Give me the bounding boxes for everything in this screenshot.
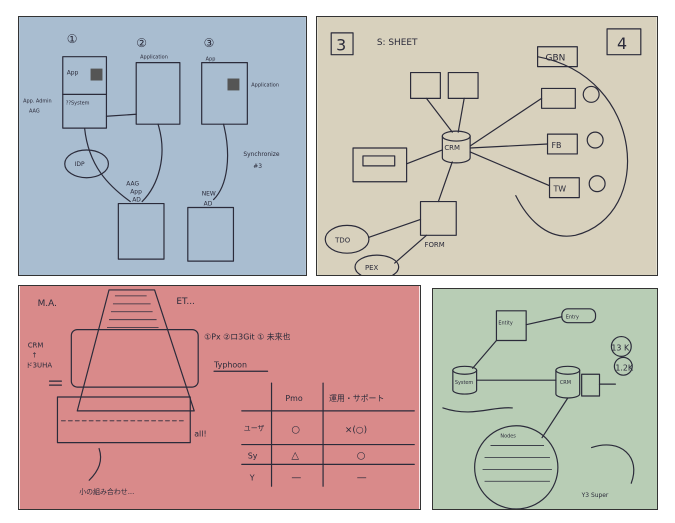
directory-box-2: [187, 206, 235, 262]
all-label: all!: [194, 430, 206, 439]
ma-label: M.A.: [38, 299, 57, 309]
panel-system-diagram-drawing: Entity Entry System CRM 13 K 1.2K Nodes …: [433, 289, 657, 509]
tw-label: TW: [552, 185, 566, 194]
layer-box-1: [70, 329, 199, 388]
crm-label-2: ド3UHA: [26, 361, 53, 369]
app-label-3b: Application: [251, 82, 279, 88]
app-box-3: [201, 62, 248, 125]
sheet-number: 3: [336, 36, 346, 55]
pex-oval: [354, 254, 400, 275]
side-note-1: Synchronize: [243, 151, 280, 158]
corner-number: 4: [617, 34, 627, 53]
tdo-oval: [324, 224, 370, 254]
panel-app-architecture-drawing: ① ② ③ App ??System Application App Appli…: [19, 17, 306, 275]
gbn-label: GBN: [546, 54, 566, 64]
app-label-2: Application: [140, 55, 168, 61]
k-value-2: 1.2K: [615, 363, 634, 372]
table-header-2: 運用・サポート: [329, 394, 384, 403]
directory-2-label-a: NEW: [202, 191, 216, 198]
pex-label: PEX: [365, 264, 379, 272]
tw-box: [548, 177, 580, 199]
et-label: ET...: [176, 297, 195, 307]
tdo-label: TDO: [334, 236, 351, 244]
panel-crm-diagram-drawing: 3 S: SHEET 4 GBN CRM FB TW FORM TDO: [317, 17, 657, 275]
node-label: Nodes: [500, 434, 516, 440]
corner-box: [606, 28, 642, 56]
left-admin-label: App. Admin: [23, 98, 52, 104]
directory-box-1: [117, 202, 165, 260]
side-note-2: #3: [253, 163, 262, 170]
table-row-2-col-2: ○: [357, 450, 366, 461]
table-row-2-col-1: △: [291, 450, 299, 461]
sheet-number-box: [330, 32, 354, 56]
top-right-label: Entry: [566, 315, 579, 321]
table-row-1-col-1: ○: [291, 425, 300, 436]
typhoon-label: Typhoon: [213, 360, 247, 369]
system-db-left: [452, 369, 478, 395]
bottom-label: Y3 Super: [581, 492, 609, 499]
label-number-2: ②: [136, 36, 147, 50]
app-label-1: App: [67, 70, 79, 77]
label-number-3: ③: [204, 36, 215, 50]
panel-comparison: M.A. ET... CRM ↑ ド3UHA ①Px ②ロ3Git ① 未来也 …: [18, 285, 421, 510]
top-box: [495, 310, 527, 342]
crm-label: CRM: [28, 341, 44, 349]
bottom-note: 小の組み合わせ...: [79, 487, 134, 496]
crm-label: CRM: [444, 144, 460, 152]
monitor-box: [352, 147, 408, 183]
node-circle: [474, 425, 559, 509]
panel-crm-diagram: 3 S: SHEET 4 GBN CRM FB TW FORM TDO: [316, 16, 658, 276]
table-row-3-col-1: —: [291, 472, 301, 483]
idp-label: IDP: [75, 161, 85, 168]
directory-1-label-c: AD: [132, 197, 141, 204]
directory-1-label-a: AAG: [126, 181, 139, 188]
table-row-3-col-2: —: [357, 472, 367, 483]
sheet-title: S: SHEET: [377, 38, 418, 48]
table-row-1-label: ユーザ: [244, 425, 265, 433]
table-row-1-col-2: ×(○): [345, 426, 367, 436]
app-system-label: ??System: [66, 100, 90, 106]
top-db-box-2: [447, 71, 479, 99]
layer-box-2: [56, 396, 191, 444]
crm-database: [441, 135, 471, 164]
app-label-3: App: [206, 57, 216, 63]
app-box-3-icon: [227, 78, 240, 91]
directory-1-label-b: App: [130, 189, 142, 196]
k-value-1: 13 K: [611, 343, 630, 352]
fb-label: FB: [552, 141, 562, 150]
system-db-label: System: [455, 380, 474, 386]
panel-comparison-drawing: M.A. ET... CRM ↑ ド3UHA ①Px ②ロ3Git ① 未来也 …: [19, 286, 420, 509]
funnel-shape: [76, 289, 195, 412]
crm-arrow: ↑: [32, 351, 38, 359]
app-box-1-icon: [90, 68, 103, 81]
top-db-box-1: [409, 71, 441, 99]
table-row-2-label: Sy: [248, 451, 258, 460]
form-label: FORM: [424, 241, 444, 249]
top-box-label: Entity: [498, 321, 512, 327]
options-label: ①Px ②ロ3Git ① 未来也: [204, 332, 290, 342]
top-right-box: [561, 308, 597, 324]
panel-app-architecture: ① ② ③ App ??System Application App Appli…: [18, 16, 307, 276]
label-number-1: ①: [67, 32, 78, 46]
directory-2-label-b: AD: [204, 201, 213, 208]
left-aag-label: AAG: [29, 108, 40, 114]
table-row-3-label: Y: [249, 473, 255, 482]
table-header-1: Pmo: [285, 394, 302, 403]
panel-system-diagram: Entity Entry System CRM 13 K 1.2K Nodes …: [432, 288, 658, 510]
idp-cloud: [64, 149, 110, 179]
crm-db-label: CRM: [560, 380, 571, 386]
